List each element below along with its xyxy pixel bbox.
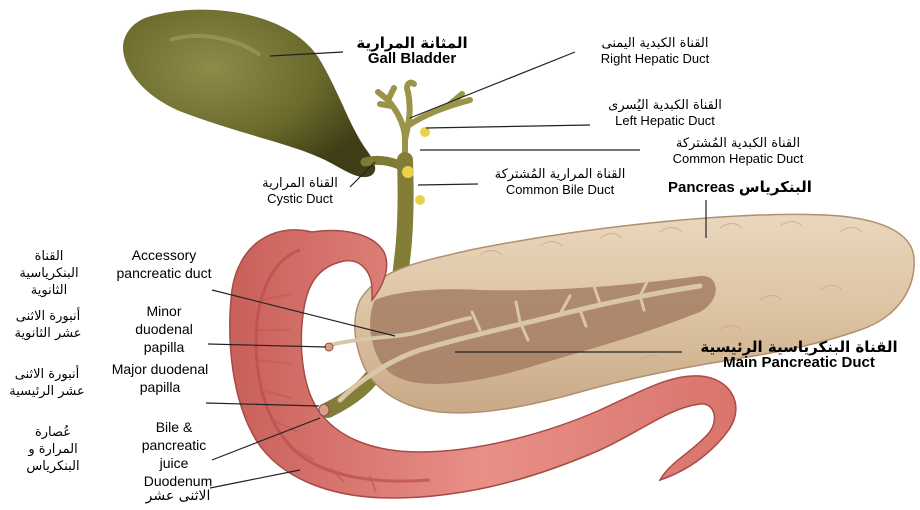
cystic-duct-label: القناة المرارية Cystic Duct	[240, 176, 360, 206]
left-hepatic-label: القناة الكبدية اليُسرى Left Hepatic Duct	[580, 98, 750, 128]
cystic-duct-ar: القناة المرارية	[240, 176, 360, 191]
bile-juice-ar: عُصارة المرارة و البنكرياس	[14, 424, 92, 475]
left-hepatic-en: Left Hepatic Duct	[580, 113, 750, 128]
common-hepatic-label: القناة الكبدية المُشتركة Common Hepatic …	[638, 136, 838, 166]
major-papilla-ar: أنبورة الاثنى عشر الرئيسية	[6, 366, 88, 400]
right-hepatic-ar: القناة الكبدية اليمنى	[560, 36, 750, 51]
main-pancreatic-label: القناة البنكرياسية الرئيسية Main Pancrea…	[684, 340, 914, 370]
cystic-duct-en: Cystic Duct	[240, 191, 360, 206]
duodenum-label: Duodenum الاثنى عشر	[130, 474, 226, 504]
minor-papilla-label: Minor duodenal papilla	[116, 302, 212, 356]
common-hepatic-en: Common Hepatic Duct	[638, 151, 838, 166]
common-bile-label: القناة المرارية المُشتركة Common Bile Du…	[460, 167, 660, 197]
common-bile-ar: القناة المرارية المُشتركة	[460, 167, 660, 182]
right-hepatic-en: Right Hepatic Duct	[560, 51, 750, 66]
bile-juice-label: Bile & pancreatic juice	[132, 418, 216, 472]
gall-bladder-ar: المثانة المرارية	[342, 36, 482, 51]
gall-bladder-label: المثانة المرارية Gall Bladder	[342, 36, 482, 66]
common-bile-en: Common Bile Duct	[460, 182, 660, 197]
pancreas-label: Pancreas البنكرياس	[668, 180, 868, 195]
right-hepatic-label: القناة الكبدية اليمنى Right Hepatic Duct	[560, 36, 750, 66]
duodenum-en: Duodenum	[130, 474, 226, 489]
gall-bladder-shape	[123, 10, 375, 177]
duodenum-ar: الاثنى عشر	[130, 489, 226, 504]
gall-bladder-en: Gall Bladder	[342, 51, 482, 66]
accessory-duct-ar: القناة البنكرياسية الثانوية	[10, 248, 88, 299]
left-hepatic-ar: القناة الكبدية اليُسرى	[580, 98, 750, 113]
minor-papilla-ar: أنبورة الاثنى عشر الثانوية	[8, 308, 88, 342]
pancreas-ar: البنكرياس	[739, 178, 812, 196]
accessory-duct-label: Accessory pancreatic duct	[116, 246, 212, 282]
major-papilla-label: Major duodenal papilla	[110, 360, 210, 396]
pancreas-en: Pancreas	[668, 179, 735, 196]
main-pancreatic-en: Main Pancreatic Duct	[684, 355, 914, 370]
main-pancreatic-ar: القناة البنكرياسية الرئيسية	[684, 340, 914, 355]
common-hepatic-ar: القناة الكبدية المُشتركة	[638, 136, 838, 151]
